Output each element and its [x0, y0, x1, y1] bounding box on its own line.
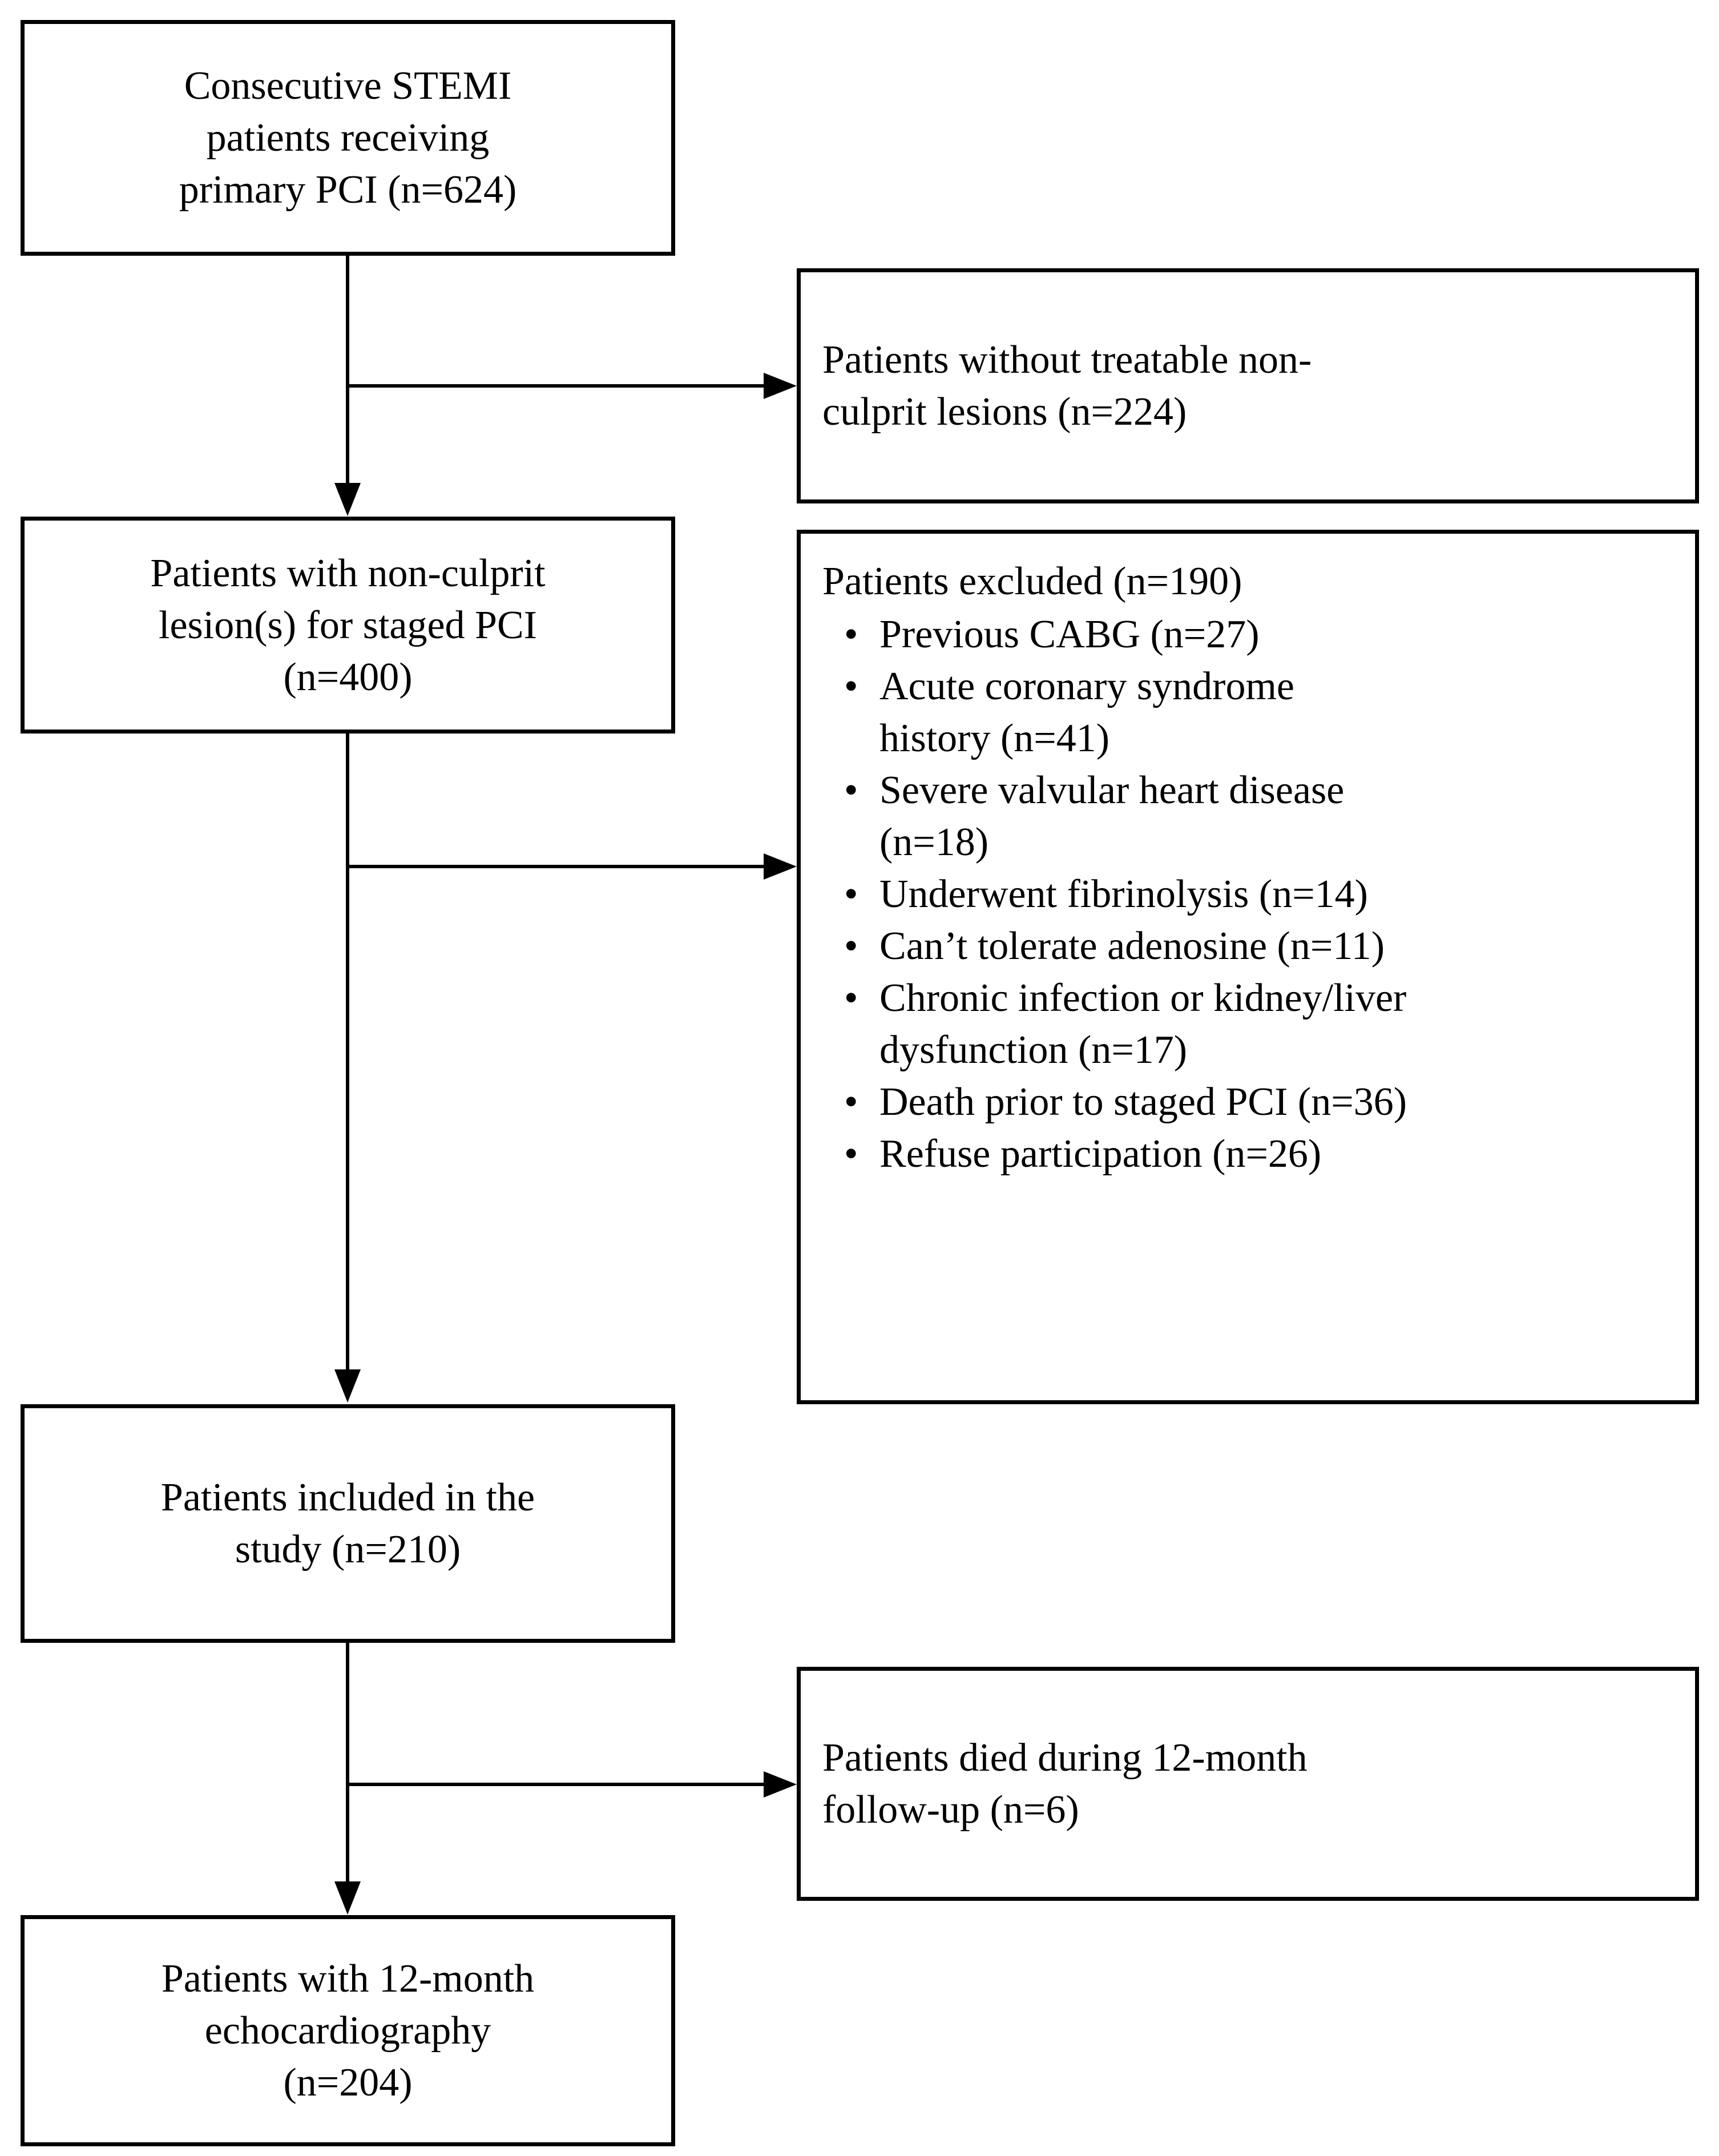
list-item: • Chronic infection or kidney/liver dysf… [822, 972, 1681, 1076]
edge-start-to-staged-arrowhead [334, 483, 361, 516]
list-item-line: Chronic infection or kidney/liver [879, 976, 1407, 1020]
node-line: Patients with 12-month [161, 1957, 535, 2001]
list-item-line: Death prior to staged PCI (n=36) [879, 1080, 1407, 1124]
bullet-icon: • [844, 924, 858, 968]
node-line: (n=400) [283, 655, 413, 699]
node-line: patients receiving [206, 116, 490, 160]
node-line: culprit lesions (n=224) [822, 390, 1187, 434]
list-item: • Underwent fibrinolysis (n=14) [822, 868, 1681, 920]
edge-staged-to-included-arrowhead [334, 1369, 361, 1403]
node-patients-died-followup: Patients died during 12-month follow-up … [797, 1667, 1699, 1901]
list-item-line: Severe valvular heart disease [879, 768, 1345, 812]
node-line: lesion(s) for staged PCI [159, 603, 537, 647]
edge-start-to-staged-line [346, 256, 349, 484]
edge-staged-to-excluded-arrowhead [764, 853, 797, 880]
list-item: • Death prior to staged PCI (n=36) [822, 1076, 1681, 1128]
bullet-icon: • [844, 872, 858, 916]
node-patients-staged-pci: Patients with non-culprit lesion(s) for … [21, 517, 675, 734]
edge-included-to-echo-line [346, 1643, 349, 1883]
list-item: • Acute coronary syndrome history (n=41) [822, 660, 1681, 764]
bullet-icon: • [844, 1132, 858, 1176]
node-line: Patients died during 12-month [822, 1736, 1308, 1780]
node-patients-echocardiography: Patients with 12-month echocardiography … [21, 1915, 675, 2146]
edge-start-to-noculprit-line [348, 384, 764, 388]
edge-staged-to-included-line [346, 734, 349, 1371]
edge-included-to-echo-arrowhead [334, 1881, 361, 1915]
list-item-line: (n=18) [879, 820, 989, 864]
list-item-line: dysfunction (n=17) [879, 1028, 1188, 1072]
excluded-heading: Patients excluded (n=190) [822, 559, 1242, 603]
bullet-icon: • [844, 976, 858, 1020]
bullet-icon: • [844, 768, 858, 812]
node-patients-without-treatable-lesions: Patients without treatable non- culprit … [797, 268, 1699, 503]
list-item-line: Underwent fibrinolysis (n=14) [879, 872, 1368, 916]
edge-included-to-died-line [348, 1783, 764, 1786]
node-line: (n=204) [283, 2061, 413, 2105]
bullet-icon: • [844, 1080, 858, 1124]
node-line: echocardiography [204, 2009, 491, 2053]
list-item: • Refuse participation (n=26) [822, 1128, 1681, 1180]
node-line: study (n=210) [235, 1528, 461, 1571]
excluded-reason-list: • Previous CABG (n=27) • Acute coronary … [822, 608, 1681, 1180]
edge-start-to-noculprit-arrowhead [764, 373, 797, 399]
list-item-line: Refuse participation (n=26) [879, 1132, 1322, 1176]
node-line: follow-up (n=6) [822, 1788, 1079, 1832]
list-item-line: Can’t tolerate adenosine (n=11) [879, 924, 1385, 968]
list-item: • Can’t tolerate adenosine (n=11) [822, 920, 1681, 972]
list-item-line: history (n=41) [879, 716, 1110, 760]
list-item-line: Previous CABG (n=27) [879, 612, 1260, 656]
list-item-line: Acute coronary syndrome [879, 664, 1294, 708]
node-line: Patients with non-culprit [150, 551, 546, 595]
edge-staged-to-excluded-line [348, 865, 764, 868]
bullet-icon: • [844, 664, 858, 708]
node-consecutive-stemi: Consecutive STEMI patients receiving pri… [21, 20, 675, 256]
node-line: Patients without treatable non- [822, 338, 1312, 382]
node-patients-excluded: Patients excluded (n=190) • Previous CAB… [797, 530, 1699, 1404]
node-patients-included: Patients included in the study (n=210) [21, 1404, 675, 1643]
edge-included-to-died-arrowhead [764, 1771, 797, 1798]
list-item: • Previous CABG (n=27) [822, 608, 1681, 660]
node-line: Consecutive STEMI [184, 64, 512, 108]
list-item: • Severe valvular heart disease (n=18) [822, 764, 1681, 868]
node-line: Patients included in the [160, 1476, 535, 1520]
node-line: primary PCI (n=624) [179, 168, 517, 212]
bullet-icon: • [844, 612, 858, 656]
